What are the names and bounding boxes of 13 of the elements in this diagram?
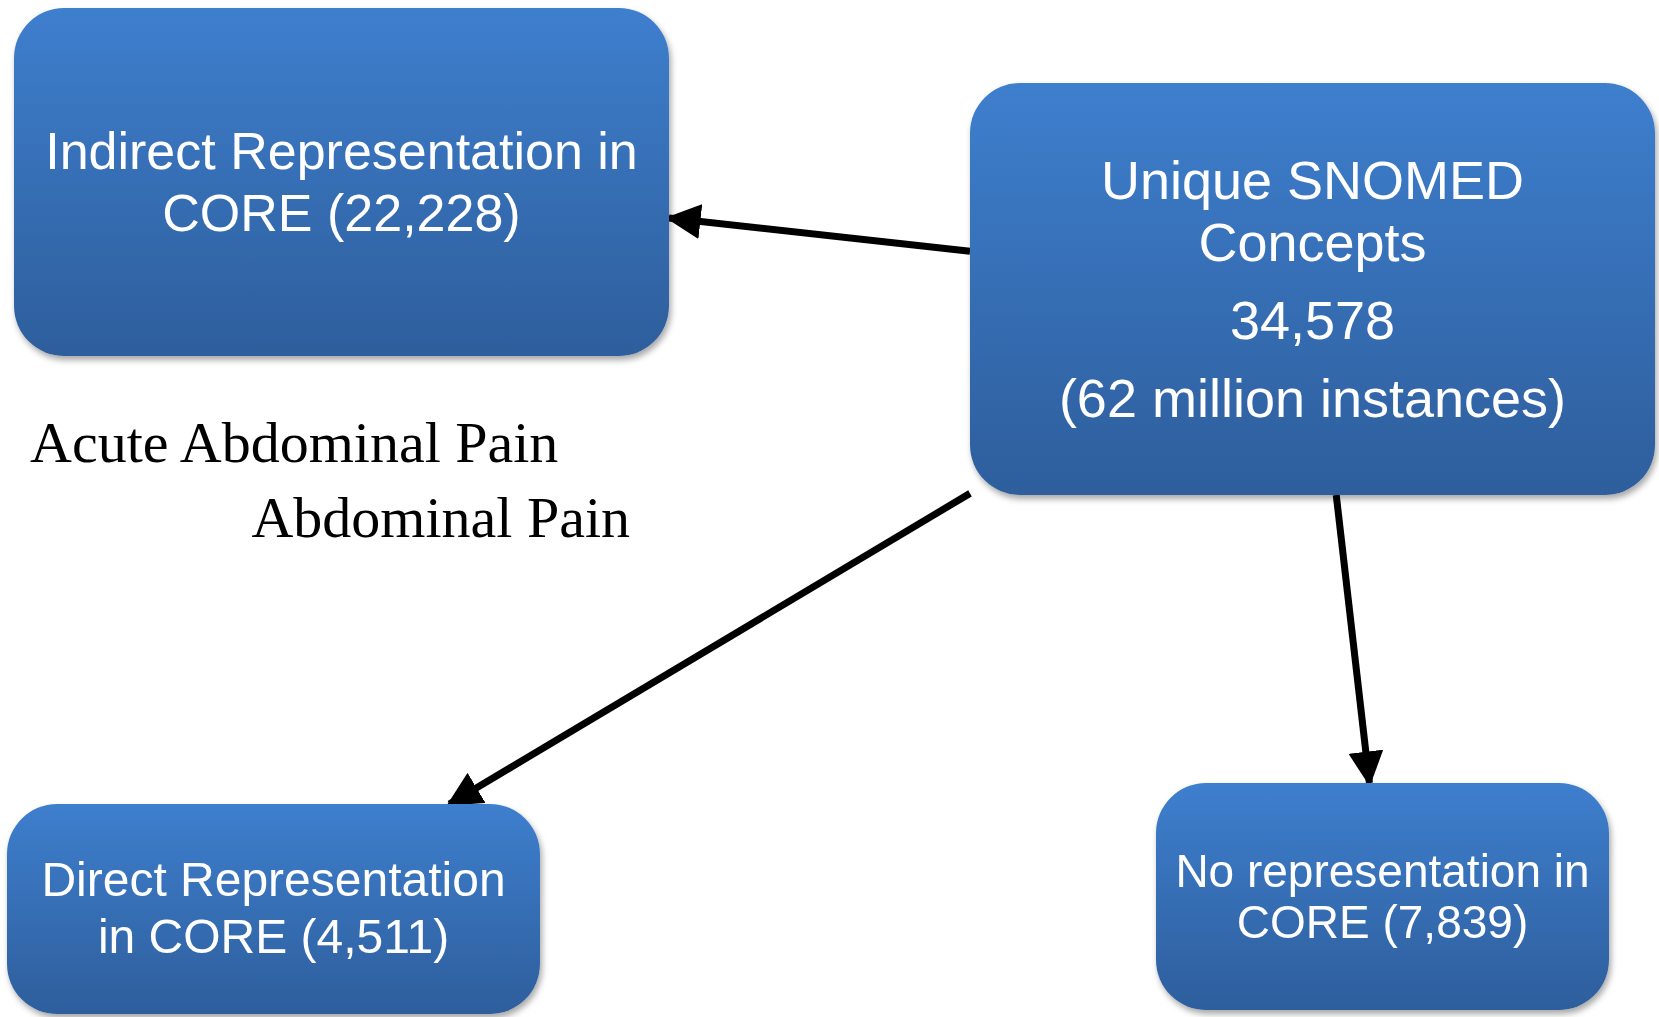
box-text: Unique SNOMED Concepts (1099, 148, 1526, 273)
box-text: Indirect Representation in CORE (22,228) (44, 120, 639, 244)
example-text: Abdominal Pain (251, 484, 630, 553)
arrow (446, 490, 972, 807)
process-box (7, 804, 540, 1014)
box-text: 34,578 (1229, 289, 1396, 352)
process-box (1156, 783, 1609, 1010)
box-text: (62 million instances) (1058, 367, 1567, 430)
box-text: No representation in CORE (7,839) (1174, 845, 1591, 948)
process-box (970, 83, 1655, 495)
example-text: Acute Abdominal Pain (30, 409, 559, 477)
process-box (14, 8, 669, 356)
box-text: Direct Representation in CORE (4,511) (40, 852, 507, 965)
